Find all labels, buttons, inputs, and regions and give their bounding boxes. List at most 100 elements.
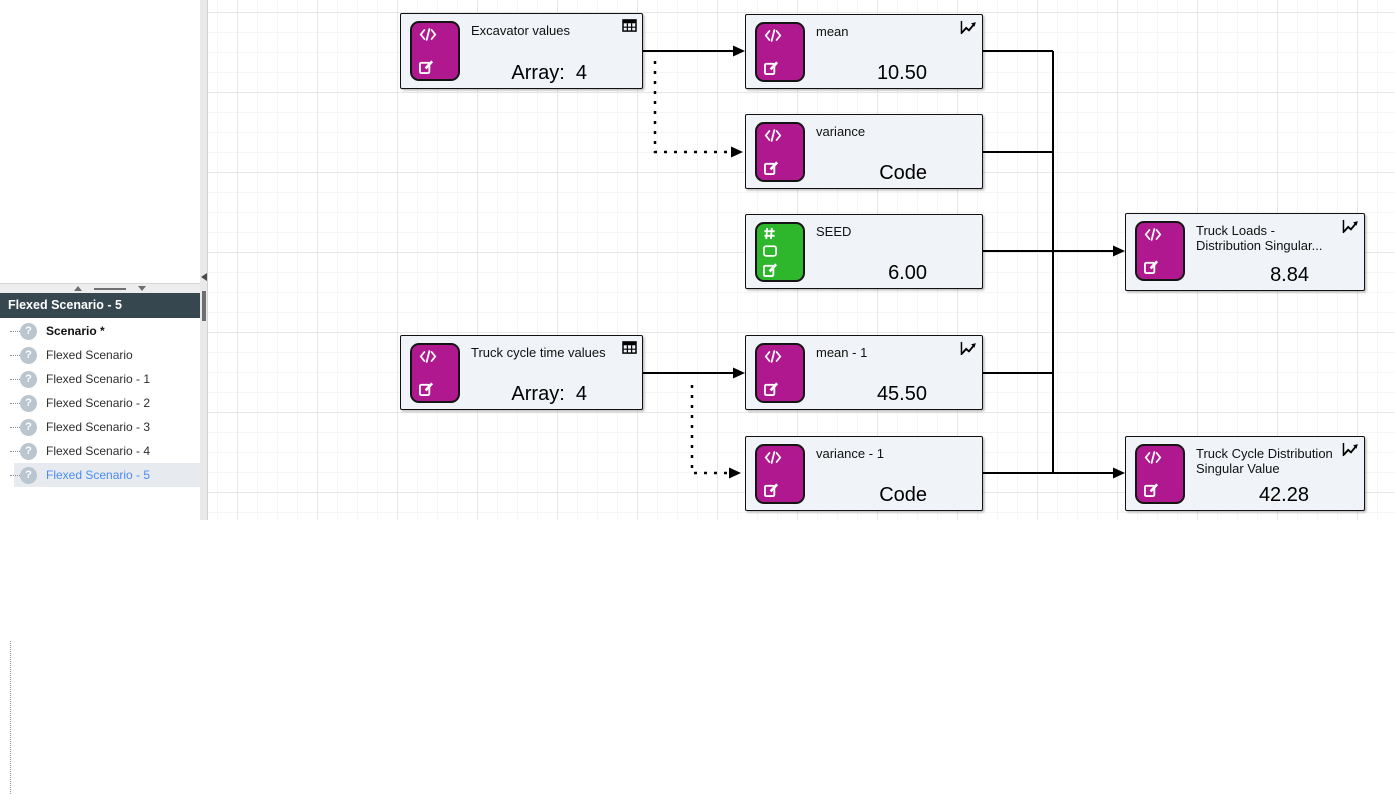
node-type-badge — [1135, 221, 1185, 281]
node-title: Truck cycle time values — [471, 345, 606, 360]
edit-icon — [763, 263, 778, 277]
tree-item-flexed-scenario-3[interactable]: Flexed Scenario - 3 — [0, 415, 200, 439]
node-type-badge — [755, 222, 805, 282]
table-icon — [622, 19, 637, 32]
node-variance-1[interactable]: variance - 1 Code — [745, 436, 983, 511]
code-icon — [764, 129, 782, 142]
tree-item-flexed-scenario-1[interactable]: Flexed Scenario - 1 — [0, 367, 200, 391]
tree-item-scenario[interactable]: Scenario * — [0, 319, 200, 343]
question-icon — [20, 346, 37, 364]
splitter-collapse-up-icon[interactable] — [74, 286, 82, 291]
node-type-badge — [410, 21, 460, 81]
node-value: 6.00 — [888, 262, 927, 284]
tree-item-flexed-scenario[interactable]: Flexed Scenario — [0, 343, 200, 367]
node-title: Excavator values — [471, 23, 570, 38]
node-value: 8.84 — [1270, 264, 1309, 286]
node-title: mean — [816, 24, 849, 39]
edit-icon — [764, 61, 779, 75]
node-mean-1[interactable]: mean - 1 45.50 — [745, 335, 983, 410]
node-title: mean - 1 — [816, 345, 868, 360]
tree-guide-line — [10, 641, 11, 794]
chart-icon — [960, 341, 976, 356]
node-type-badge — [1135, 444, 1185, 504]
node-title: SEED — [816, 224, 852, 239]
edit-icon — [764, 161, 779, 175]
node-excavator-values[interactable]: Excavator values Array: 4 — [400, 13, 643, 89]
chart-corner-button[interactable] — [960, 341, 977, 361]
edit-icon — [419, 382, 434, 396]
edit-icon — [419, 60, 434, 74]
edit-icon — [1144, 260, 1159, 274]
chart-corner-button[interactable] — [1342, 219, 1359, 239]
node-variance[interactable]: variance Code — [745, 114, 983, 189]
code-icon — [764, 451, 782, 464]
node-value: Array: 4 — [511, 383, 587, 405]
question-icon — [20, 394, 37, 412]
code-icon — [419, 28, 437, 41]
question-icon — [20, 322, 37, 340]
tree-connector — [10, 451, 20, 452]
node-truck-loads-distribution[interactable]: Truck Loads - Distribution Singular... 8… — [1125, 213, 1365, 291]
tree-connector — [10, 379, 20, 380]
tree-item-flexed-scenario-4[interactable]: Flexed Scenario - 4 — [0, 439, 200, 463]
node-value: 10.50 — [876, 62, 927, 84]
node-value: Code — [879, 484, 927, 506]
tree-connector — [10, 331, 20, 332]
node-mean[interactable]: mean 10.50 — [745, 14, 983, 89]
edge-excavator-to-variance[interactable] — [653, 61, 729, 154]
panel-splitter[interactable] — [0, 284, 200, 293]
node-type-badge — [755, 22, 805, 82]
tree-connector — [10, 475, 20, 476]
question-icon — [20, 418, 37, 436]
screen-icon — [763, 245, 777, 257]
edit-icon — [1144, 483, 1159, 497]
tree-item-flexed-scenario-2[interactable]: Flexed Scenario - 2 — [0, 391, 200, 415]
panel-collapse-icon[interactable] — [201, 273, 207, 281]
edit-icon — [764, 382, 779, 396]
tree-item-flexed-scenario-5[interactable]: Flexed Scenario - 5 — [0, 463, 200, 487]
node-seed[interactable]: SEED 6.00 — [745, 214, 983, 289]
nodes-layer: Excavator values Array: 4 mean 10.50 var… — [400, 13, 1365, 511]
code-icon — [419, 350, 437, 363]
tree-connector — [10, 403, 20, 404]
node-type-badge — [755, 122, 805, 182]
question-icon — [20, 370, 37, 388]
node-type-badge — [755, 343, 805, 403]
chart-corner-button[interactable] — [960, 20, 977, 40]
scenario-tree: Scenario * Flexed Scenario Flexed Scenar… — [0, 319, 200, 794]
node-title: variance — [816, 124, 866, 139]
chart-icon — [960, 20, 976, 35]
sidebar-scrollbar[interactable] — [202, 291, 206, 321]
edge-truckvalues-to-variance1[interactable] — [690, 385, 727, 475]
chart-corner-button[interactable] — [1342, 442, 1359, 462]
node-value: Code — [879, 162, 927, 184]
splitter-collapse-down-icon[interactable] — [138, 286, 146, 291]
code-icon — [764, 350, 782, 363]
table-corner-button[interactable] — [622, 341, 637, 359]
panel-divider-gutter — [200, 0, 208, 520]
hash-icon — [764, 227, 775, 240]
node-truck-cycle-distribution[interactable]: Truck Cycle Distribution Singular Value … — [1125, 436, 1365, 511]
node-value: 45.50 — [876, 383, 927, 405]
table-icon — [622, 341, 637, 354]
node-title: Truck Cycle Distribution Singular Value — [1196, 446, 1333, 477]
left-panel-top — [0, 0, 200, 284]
node-truck-cycle-time-values[interactable]: Truck cycle time values Array: 4 — [400, 335, 643, 410]
table-corner-button[interactable] — [622, 19, 637, 37]
scenario-panel-header: Flexed Scenario - 5 — [0, 293, 200, 318]
chart-icon — [1342, 442, 1358, 457]
code-icon — [1144, 451, 1162, 464]
question-icon — [20, 442, 37, 460]
edit-icon — [764, 483, 779, 497]
node-value: Array: 4 — [511, 62, 587, 84]
code-icon — [1144, 228, 1162, 241]
question-icon — [20, 466, 37, 484]
node-type-badge — [755, 444, 805, 504]
node-title: Truck Loads - Distribution Singular... — [1196, 223, 1323, 254]
chart-icon — [1342, 219, 1358, 234]
code-icon — [764, 29, 782, 42]
tree-connector — [10, 427, 20, 428]
node-value: 42.28 — [1258, 484, 1309, 506]
node-type-badge — [410, 343, 460, 403]
splitter-drag-handle[interactable] — [94, 287, 126, 290]
